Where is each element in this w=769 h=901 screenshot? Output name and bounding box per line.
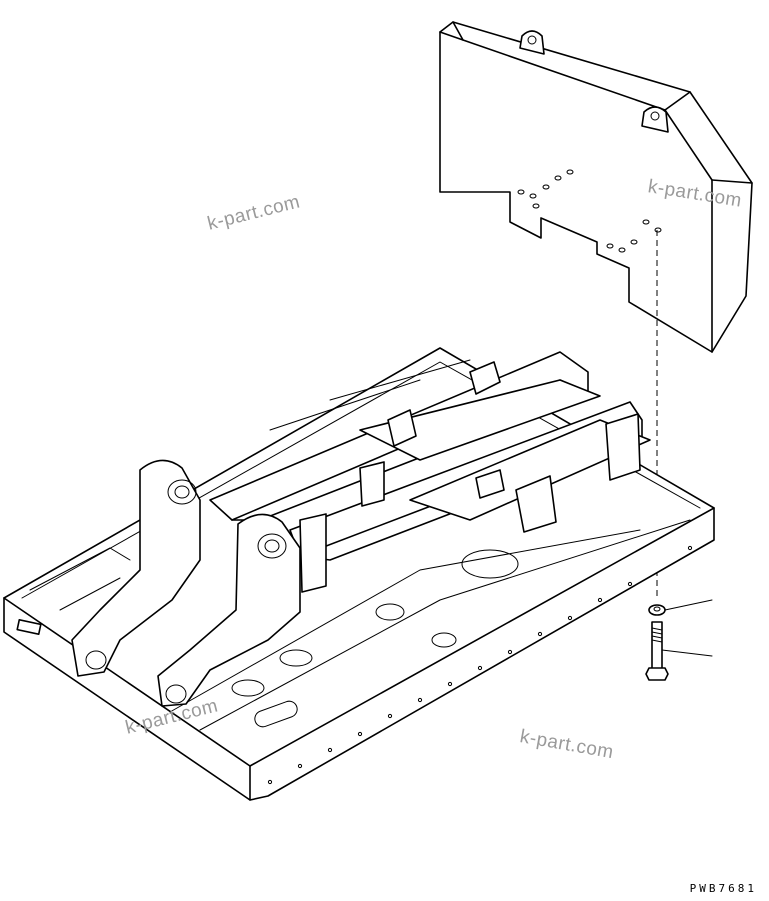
counterweight — [439, 21, 753, 600]
drawing-code: PWB7681 — [689, 882, 757, 895]
revolving-frame — [3, 347, 715, 801]
bolt — [645, 621, 713, 681]
washer — [648, 599, 713, 616]
